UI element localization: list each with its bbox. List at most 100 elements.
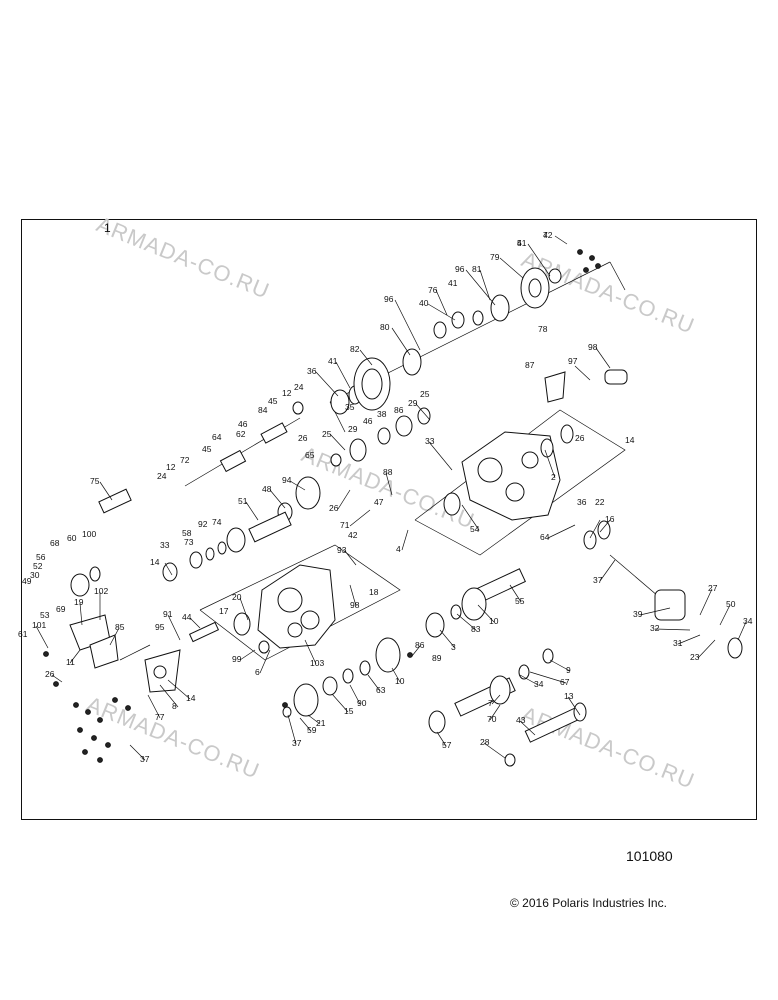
leader-line (639, 607, 671, 616)
part-callout: 93 (337, 545, 347, 555)
leader-line (335, 361, 351, 389)
part-callout: 14 (150, 557, 160, 567)
leader-line (269, 489, 286, 509)
leader-line (461, 504, 480, 531)
part-callout: 2 (551, 472, 556, 482)
part-callout: 52 (33, 561, 43, 571)
copyright-notice: © 2016 Polaris Industries Inc. (510, 896, 667, 910)
part-callout: 29 (348, 424, 358, 434)
part-callout: 87 (525, 360, 535, 370)
part-callout: 31 (673, 638, 683, 648)
part-callout: 59 (307, 725, 317, 735)
part-callout: 73 (184, 537, 194, 547)
leader-line (304, 639, 317, 665)
part-callout: 50 (726, 599, 736, 609)
leader-line (435, 289, 448, 316)
part-callout: 23 (690, 652, 700, 662)
leader-line (411, 645, 421, 657)
part-callout: 84 (258, 405, 268, 415)
leader-line (129, 744, 146, 761)
part-callout: 47 (374, 497, 384, 507)
leader-line (491, 694, 501, 705)
part-callout: 45 (268, 396, 278, 406)
lower-gear-shafts (282, 568, 587, 767)
part-callout: 22 (595, 497, 605, 507)
leader-line (489, 704, 501, 721)
part-callout: 74 (212, 517, 222, 527)
leader-line (527, 243, 551, 277)
leader-line (315, 371, 339, 397)
part-callout: 17 (219, 606, 229, 616)
diagram-id: 101080 (626, 848, 673, 864)
leader-line (391, 327, 411, 356)
leader-line (159, 684, 179, 708)
part-callout: 80 (380, 322, 390, 332)
part-callout: 67 (560, 677, 570, 687)
part-callout: 53 (40, 610, 50, 620)
leader-line (677, 634, 701, 645)
part-callout: 85 (115, 622, 125, 632)
part-callout: 90 (357, 698, 367, 708)
leader-line (654, 628, 691, 631)
part-callout: 7 (543, 230, 548, 240)
part-callout: 101 (32, 620, 46, 630)
leader-line (719, 604, 731, 626)
leader-line (595, 347, 611, 369)
part-callout: 37 (292, 738, 302, 748)
part-callout: 102 (94, 586, 108, 596)
view-number: 1 (104, 221, 111, 235)
part-callout: 71 (340, 520, 350, 530)
leader-line (79, 602, 83, 626)
part-callout: 96 (384, 294, 394, 304)
leader-line (529, 671, 567, 684)
part-callout: 46 (363, 416, 373, 426)
transmission-housing-right (443, 424, 574, 521)
leader-line (337, 489, 351, 510)
part-callout: 77 (155, 712, 165, 722)
part-callout: 51 (238, 496, 248, 506)
part-callout: 32 (650, 623, 660, 633)
leader-line (549, 659, 571, 672)
part-callout: 92 (198, 519, 208, 529)
part-callout: 37 (593, 575, 603, 585)
part-callout: 41 (328, 356, 338, 366)
part-callout: 69 (56, 604, 66, 614)
leader-line (599, 519, 611, 533)
leader-line (239, 649, 256, 661)
part-callout: 20 (232, 592, 242, 602)
part-callout: 55 (515, 596, 525, 606)
leader-line (189, 617, 201, 629)
part-callout: 4 (396, 544, 401, 554)
part-callout: 62 (236, 429, 246, 439)
diagram-frame (21, 219, 757, 820)
part-callout: 83 (471, 624, 481, 634)
shift-rail (184, 401, 304, 487)
leader-line (519, 720, 536, 736)
leader-line (391, 667, 401, 683)
part-callout: 13 (564, 691, 574, 701)
part-callout: 35 (345, 402, 355, 412)
part-callout: 76 (428, 285, 438, 295)
part-callout: 78 (538, 324, 548, 334)
part-callout: 33 (160, 540, 170, 550)
part-callout: 56 (36, 552, 46, 562)
part-callout: 75 (90, 476, 100, 486)
part-callout: 10 (395, 676, 405, 686)
leader-line (567, 696, 581, 716)
part-callout: 9 (566, 665, 571, 675)
leader-line (331, 693, 349, 713)
part-callout: 29 (408, 398, 418, 408)
part-callout: 15 (344, 706, 354, 716)
part-callout: 81 (472, 264, 482, 274)
shift-mechanism-parts (69, 369, 628, 693)
part-callout: 7 (488, 698, 493, 708)
part-callout: 45 (202, 444, 212, 454)
leader-line (349, 684, 361, 705)
part-callout: 14 (625, 435, 635, 445)
part-callout: 95 (155, 622, 165, 632)
part-callout: 30 (30, 570, 40, 580)
part-callout: 64 (212, 432, 222, 442)
leader-line (479, 269, 491, 301)
part-callout: 70 (487, 714, 497, 724)
